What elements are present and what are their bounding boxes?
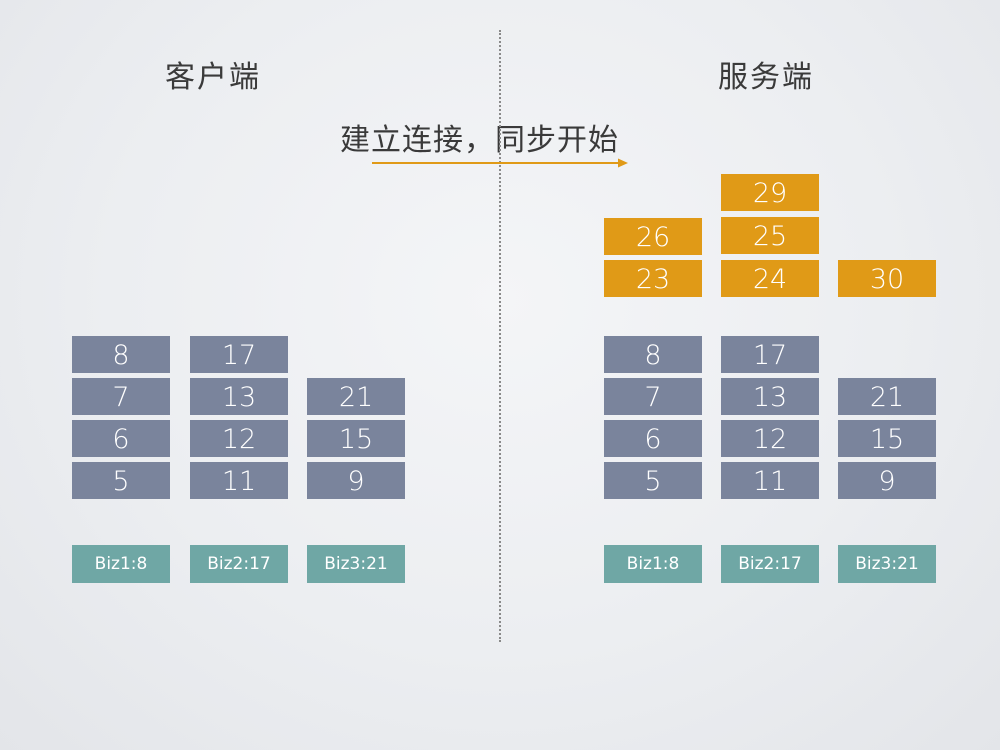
server-message-box: 17 — [721, 336, 819, 373]
server-biz-tag: Biz1:8 — [604, 545, 702, 583]
server-message-box: 15 — [838, 420, 936, 457]
sync-caption: 建立连接，同步开始 — [340, 123, 619, 158]
sync-arrow-icon — [372, 158, 628, 168]
server-message-box: 11 — [721, 462, 819, 499]
client-message-box: 6 — [72, 420, 170, 457]
client-message-box: 8 — [72, 336, 170, 373]
client-message-box: 5 — [72, 462, 170, 499]
client-title: 客户端 — [165, 60, 261, 95]
server-new-message-box: 30 — [838, 260, 936, 297]
server-message-box: 6 — [604, 420, 702, 457]
server-message-box: 8 — [604, 336, 702, 373]
client-message-box: 11 — [190, 462, 288, 499]
client-message-box: 21 — [307, 378, 405, 415]
server-new-message-box: 25 — [721, 217, 819, 254]
client-message-box: 12 — [190, 420, 288, 457]
server-new-message-box: 24 — [721, 260, 819, 297]
server-message-box: 12 — [721, 420, 819, 457]
client-message-box: 15 — [307, 420, 405, 457]
client-biz-tag: Biz1:8 — [72, 545, 170, 583]
server-title: 服务端 — [718, 60, 814, 95]
server-new-message-box: 29 — [721, 174, 819, 211]
client-message-box: 13 — [190, 378, 288, 415]
server-biz-tag: Biz3:21 — [838, 545, 936, 583]
client-message-box: 17 — [190, 336, 288, 373]
client-biz-tag: Biz2:17 — [190, 545, 288, 583]
server-message-box: 21 — [838, 378, 936, 415]
client-message-box: 7 — [72, 378, 170, 415]
server-new-message-box: 26 — [604, 218, 702, 255]
client-biz-tag: Biz3:21 — [307, 545, 405, 583]
server-message-box: 7 — [604, 378, 702, 415]
client-message-box: 9 — [307, 462, 405, 499]
server-biz-tag: Biz2:17 — [721, 545, 819, 583]
server-message-box: 13 — [721, 378, 819, 415]
center-divider — [499, 30, 501, 642]
server-new-message-box: 23 — [604, 260, 702, 297]
server-message-box: 9 — [838, 462, 936, 499]
server-message-box: 5 — [604, 462, 702, 499]
